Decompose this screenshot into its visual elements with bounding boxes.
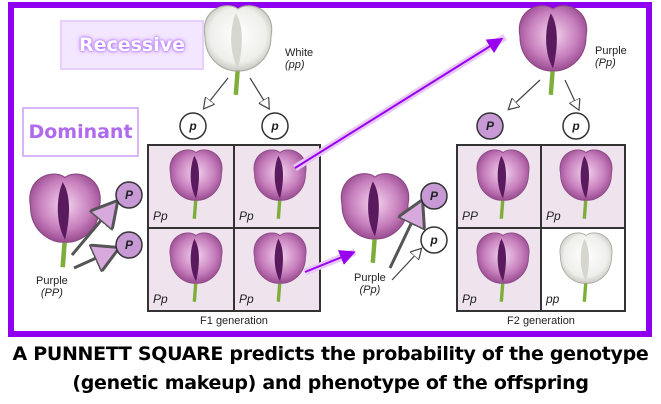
phenotype: Purple [595, 45, 627, 57]
f2-cell-genotype: Pp [462, 292, 477, 306]
f1-generation-label: F1 generation [200, 315, 268, 327]
gamete-arrows [70, 77, 578, 281]
f1-cell-genotype: Pp [153, 292, 168, 306]
f1-cell-genotype: Pp [153, 209, 168, 223]
genotype: (pp) [285, 59, 305, 71]
phenotype: Purple [36, 275, 68, 287]
dominant-label: Dominant [22, 107, 139, 157]
f2-generation-label: F2 generation [507, 315, 575, 327]
caption-line-2: (genetic makeup) and phenotype of the of… [72, 372, 589, 394]
phenotype: White [285, 47, 314, 59]
allele-label: P [430, 189, 439, 203]
allele-label: p [571, 119, 579, 133]
recessive-label: Recessive [60, 20, 204, 70]
phenotype: Purple [354, 272, 386, 284]
genotype: (PP) [40, 287, 63, 299]
purple-f1-parent-label: Purple(Pp) [354, 272, 386, 296]
f2-cell-genotype: PP [462, 209, 479, 223]
allele-label: P [125, 238, 134, 252]
f2-cell-genotype: Pp [546, 209, 561, 223]
white-parent-label: White(pp) [285, 47, 313, 71]
allele-label: P [125, 188, 134, 202]
f2-cell-genotype: pp [546, 292, 560, 306]
allele-label: p [270, 119, 278, 133]
f1-cell-genotype: Pp [239, 209, 254, 223]
f1-cell-genotype: Pp [239, 292, 254, 306]
allele-label: p [188, 119, 196, 133]
allele-label: P [486, 119, 495, 133]
caption-line-1: A PUNNETT SQUARE predicts the probabilit… [12, 343, 649, 365]
purple-pp-parent-label: Purple(PP) [36, 275, 68, 299]
genotype: (Pp) [595, 57, 616, 69]
allele-circles [115, 112, 590, 259]
allele-label: p [429, 233, 437, 247]
genotype: (Pp) [359, 284, 381, 296]
purple-top-parent-label: Purple(Pp) [595, 45, 627, 69]
